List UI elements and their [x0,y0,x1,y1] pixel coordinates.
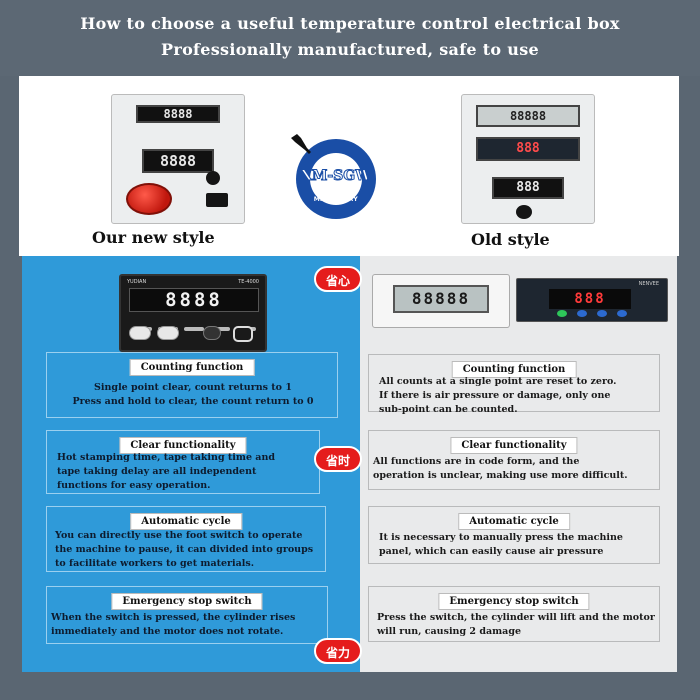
wrench-icon [291,134,311,154]
old-meter-screen: 88888 [393,285,489,313]
new-feature-desc: When the switch is pressed, the cylinder… [51,612,296,637]
new-feature-desc: Hot stamping time, tape taking time and … [57,452,276,491]
old-feature-title: Automatic cycle [458,513,570,530]
badge-worry-free: 省心 [314,266,362,292]
old-controller-button[interactable] [617,310,627,317]
new-feature-counting: Counting function Single point clear, co… [46,352,338,418]
new-box-counter-display: 8888 [136,105,220,123]
old-feature-desc: Press the switch, the cylinder will lift… [377,612,655,637]
new-feature-desc: Single point clear, count returns to 1 P… [72,382,314,407]
new-style-feature-panel: YUDIAN TE-4000 8888 Counting function Si… [22,256,360,672]
old-controller-brand: NENVEE [638,281,659,287]
new-feature-title: Clear functionality [119,437,247,454]
top-comparison-panel: 8888 8888 Our new style XM-SGW MACHINERY… [19,76,679,256]
header-subtitle: Professionally manufactured, safe to use [161,40,539,59]
new-feature-title: Emergency stop switch [111,593,263,610]
emergency-stop-button[interactable] [126,183,172,215]
new-feature-automatic: Automatic cycle You can directly use the… [46,506,326,572]
logo-inner-circle [310,153,362,205]
logo-text: XM-SGW [301,168,372,185]
old-box-temp-display: 888 [476,137,580,161]
controller-down-key[interactable] [157,326,179,340]
badge-labor-saving: 省力 [314,638,362,664]
controller-model: TE-4000 [238,279,259,285]
power-switch[interactable] [206,193,228,207]
old-feature-desc: All functions are in code form, and the … [373,456,628,481]
controller-mode-key[interactable] [203,326,221,340]
old-style-feature-panel: 88888 NENVEE 888 Counting function All c… [360,256,677,672]
old-controller-button[interactable] [597,310,607,317]
old-box-second-display: 888 [492,177,564,199]
old-controller-button[interactable] [557,310,567,317]
old-feature-desc: It is necessary to manually press the ma… [379,532,623,557]
controller-brand: YUDIAN [127,279,147,285]
new-style-label: Our new style [92,228,215,247]
controller-up-key[interactable] [129,326,151,340]
old-feature-title: Counting function [451,361,577,378]
new-feature-emergency: Emergency stop switch When the switch is… [46,586,328,644]
knob-switch[interactable] [206,171,220,185]
old-box-counter-display: 88888 [476,105,580,127]
new-feature-title: Counting function [129,359,255,376]
badge-time-saving: 省时 [314,446,362,472]
header-title: How to choose a useful temperature contr… [80,14,620,33]
controller-indicator-row [129,316,259,331]
new-style-electrical-box: 8888 8888 [111,94,245,224]
company-logo: XM-SGW MACHINERY [281,124,391,234]
logo-subtext: MACHINERY [313,196,359,203]
new-box-temp-display: 8888 [142,149,214,173]
old-style-electrical-box: 88888 888 888 [461,94,595,224]
old-style-label: Old style [471,230,550,249]
old-style-counter-meter: 88888 [372,274,510,328]
old-feature-title: Emergency stop switch [438,593,590,610]
controller-screen: 8888 [129,288,259,312]
old-style-controller: NENVEE 888 [516,278,668,322]
old-feature-title: Clear functionality [450,437,578,454]
new-style-controller: YUDIAN TE-4000 8888 [119,274,267,352]
new-feature-title: Automatic cycle [130,513,242,530]
old-feature-emergency: Emergency stop switch Press the switch, … [368,586,660,642]
old-feature-counting: Counting function All counts at a single… [368,354,660,415]
new-feature-clear: Clear functionality Hot stamping time, t… [46,430,320,494]
header-banner: How to choose a useful temperature contr… [0,0,700,76]
old-controller-button[interactable] [577,310,587,317]
old-feature-desc: All counts at a single point are reset t… [379,376,617,415]
old-controller-screen: 888 [549,289,631,309]
old-feature-clear: Clear functionality All functions are in… [368,430,660,490]
new-feature-desc: You can directly use the foot switch to … [55,530,314,569]
old-box-knob[interactable] [516,205,532,219]
controller-enter-key[interactable] [233,326,253,342]
old-feature-automatic: Automatic cycle It is necessary to manua… [368,506,660,564]
